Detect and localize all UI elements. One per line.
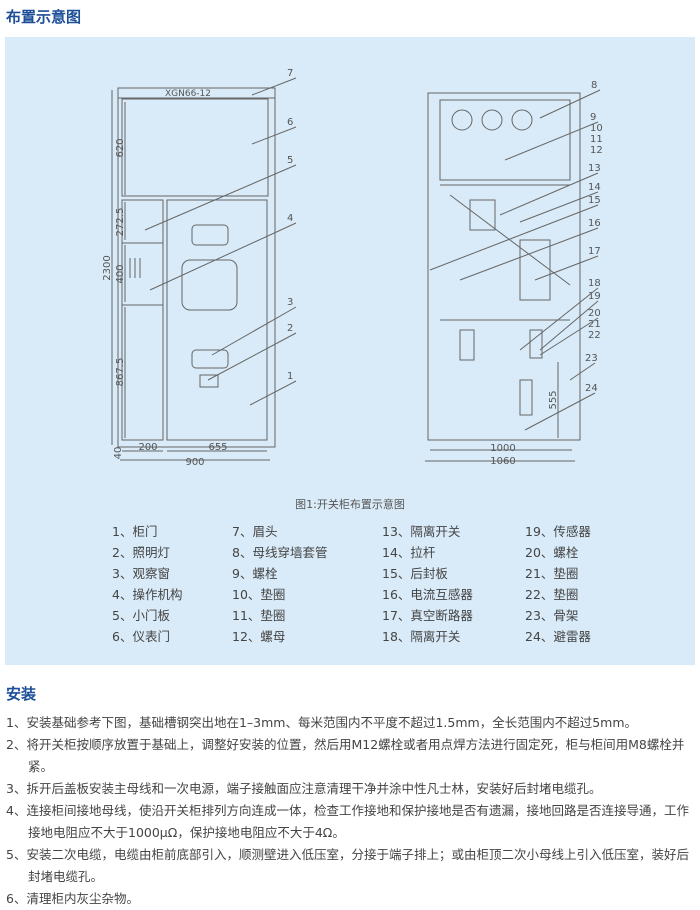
install-item: 6、清理柜内灰尘杂物。 bbox=[6, 891, 139, 906]
legend-item: 20、螺栓 bbox=[525, 545, 579, 560]
front-view: XGN66-12 2300 620 272.5 400 867.5 40 200… bbox=[102, 68, 297, 468]
dim-900: 900 bbox=[185, 457, 204, 468]
figure-caption: 图1:开关柜布置示意图 bbox=[295, 498, 405, 511]
legend-item: 21、垫圈 bbox=[525, 566, 579, 581]
legend-item: 6、仪表门 bbox=[112, 629, 170, 644]
legend-item: 15、后封板 bbox=[382, 566, 448, 581]
dim-655: 655 bbox=[208, 442, 227, 453]
callout-9: 9 bbox=[590, 112, 596, 123]
install-title: 安装 bbox=[6, 685, 37, 703]
callout-5: 5 bbox=[287, 155, 293, 166]
legend-item: 16、电流互感器 bbox=[382, 587, 473, 602]
dim-620: 620 bbox=[115, 138, 126, 157]
callout-22: 22 bbox=[588, 330, 601, 341]
callout-15: 15 bbox=[588, 195, 601, 206]
install-list: 1、安装基础参考下图，基础槽钢突出地在1–3mm、每米范围内不平度不超过1.5m… bbox=[6, 712, 696, 910]
legend-item: 19、传感器 bbox=[525, 524, 591, 539]
callout-2: 2 bbox=[287, 323, 293, 334]
legend-item: 13、隔离开关 bbox=[382, 524, 461, 539]
callout-6: 6 bbox=[287, 117, 293, 128]
callout-17: 17 bbox=[588, 246, 601, 257]
dim-400: 400 bbox=[115, 264, 126, 283]
install-item: 4、连接柜间接地母线，使沿开关柜排列方向连成一体，检查工作接地和保护接地是否有遗… bbox=[6, 803, 689, 840]
dim-2300: 2300 bbox=[102, 255, 113, 280]
legend-item: 11、垫圈 bbox=[232, 608, 286, 623]
install-item: 3、拆开后盖板安装主母线和一次电源，端子接触面应注意清理干净并涂中性凡士林，安装… bbox=[6, 781, 602, 796]
section-title: 布置示意图 bbox=[6, 8, 82, 26]
side-view: 1000 1060 555 8 9 10 11 12 13 14 15 16 1… bbox=[425, 80, 603, 467]
callout-16: 16 bbox=[588, 218, 601, 229]
legend-item: 9、螺栓 bbox=[232, 566, 278, 581]
callout-8: 8 bbox=[591, 80, 597, 91]
dim-40: 40 bbox=[113, 447, 124, 460]
callout-4: 4 bbox=[287, 213, 293, 224]
legend-item: 7、眉头 bbox=[232, 524, 278, 539]
callout-18: 18 bbox=[588, 278, 601, 289]
legend-item: 10、垫圈 bbox=[232, 587, 286, 602]
callout-20: 20 bbox=[588, 308, 601, 319]
dim-555: 555 bbox=[548, 390, 559, 409]
legend-item: 24、避雷器 bbox=[525, 629, 591, 644]
callout-14: 14 bbox=[588, 182, 601, 193]
callout-19: 19 bbox=[588, 291, 601, 302]
callout-1: 1 bbox=[287, 371, 293, 382]
dim-1060: 1060 bbox=[490, 456, 515, 467]
legend-item: 14、拉杆 bbox=[382, 545, 436, 560]
callout-23: 23 bbox=[585, 353, 598, 364]
dim-867: 867.5 bbox=[115, 358, 126, 387]
install-item: 1、安装基础参考下图，基础槽钢突出地在1–3mm、每米范围内不平度不超过1.5m… bbox=[6, 715, 638, 730]
callout-10: 10 bbox=[590, 123, 603, 134]
legend-item: 18、隔离开关 bbox=[382, 629, 461, 644]
callout-11: 11 bbox=[590, 134, 603, 145]
callout-21: 21 bbox=[588, 319, 601, 330]
dim-272: 272.5 bbox=[115, 208, 126, 237]
callout-13: 13 bbox=[588, 163, 601, 174]
install-item: 5、安装二次电缆，电缆由柜前底部引入，顺测壁进入低压室，分接于端子排上；或由柜顶… bbox=[6, 847, 689, 884]
callout-7: 7 bbox=[287, 68, 293, 79]
legend-item: 5、小门板 bbox=[112, 608, 170, 623]
dim-1000: 1000 bbox=[490, 443, 515, 454]
diagram-panel: XGN66-12 2300 620 272.5 400 867.5 40 200… bbox=[5, 37, 695, 665]
legend-item: 3、观察窗 bbox=[112, 566, 170, 581]
legend-item: 22、垫圈 bbox=[525, 587, 579, 602]
legend-item: 2、照明灯 bbox=[112, 545, 170, 560]
legend-item: 23、骨架 bbox=[525, 608, 579, 623]
dim-200: 200 bbox=[138, 442, 157, 453]
legend-item: 12、螺母 bbox=[232, 629, 286, 644]
callout-24: 24 bbox=[585, 383, 598, 394]
model-label: XGN66-12 bbox=[165, 89, 211, 99]
switchgear-diagram: XGN66-12 2300 620 272.5 400 867.5 40 200… bbox=[102, 68, 603, 468]
callout-12: 12 bbox=[590, 145, 603, 156]
legend-item: 8、母线穿墙套管 bbox=[232, 545, 328, 560]
install-item: 2、将开关柜按顺序放置于基础上，调整好安装的位置，然后用M12螺栓或者用点焊方法… bbox=[6, 737, 685, 774]
legend-item: 4、操作机构 bbox=[112, 587, 183, 602]
legend-item: 1、柜门 bbox=[112, 524, 158, 539]
callout-3: 3 bbox=[287, 297, 293, 308]
legend-item: 17、真空断路器 bbox=[382, 608, 473, 623]
